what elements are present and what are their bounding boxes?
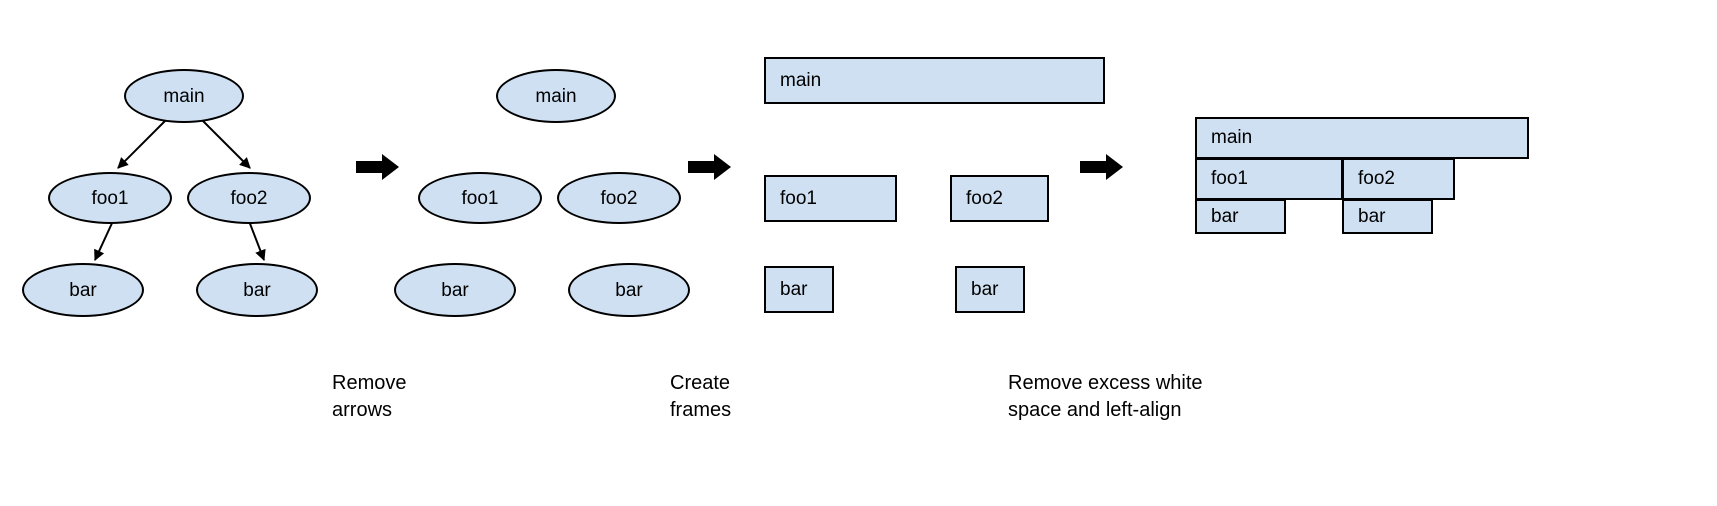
tree-node-foo1[interactable]: foo1 <box>48 172 172 224</box>
node-label: foo2 <box>230 187 268 209</box>
flame-label: bar <box>1211 205 1239 227</box>
tree-node-foo2[interactable]: foo2 <box>187 172 311 224</box>
node-label: main <box>535 85 577 107</box>
flame-cell-bar-b[interactable]: bar <box>1342 199 1433 234</box>
flame-cell-foo1[interactable]: foo1 <box>1195 158 1343 200</box>
frame-label: main <box>780 69 822 91</box>
frame-label: foo1 <box>780 187 817 209</box>
node-bar-b[interactable]: bar <box>568 263 690 317</box>
frame-main[interactable]: main <box>764 57 1105 104</box>
node-label: bar <box>441 279 469 301</box>
node-label: bar <box>243 279 271 301</box>
tree-edges-panel1 <box>94 117 266 262</box>
tree-node-bar-b[interactable]: bar <box>196 263 318 317</box>
flame-label: bar <box>1358 205 1386 227</box>
node-foo1[interactable]: foo1 <box>418 172 542 224</box>
flame-cell-bar-a[interactable]: bar <box>1195 199 1286 234</box>
flame-label: main <box>1211 127 1253 148</box>
frame-label: foo2 <box>966 187 1003 209</box>
node-foo2[interactable]: foo2 <box>557 172 681 224</box>
node-main[interactable]: main <box>496 69 616 123</box>
node-label: bar <box>615 279 643 301</box>
flame-label: foo2 <box>1358 168 1395 189</box>
caption-remove-arrows: Remove arrows <box>332 372 407 421</box>
frame-label: bar <box>780 278 808 300</box>
tree-node-main[interactable]: main <box>124 69 244 123</box>
caption-remove-whitespace: Remove excess white space and left-align <box>1008 372 1203 421</box>
step-arrow-1-icon <box>356 154 399 180</box>
node-label: bar <box>69 279 97 301</box>
flame-cell-main[interactable]: main <box>1195 117 1529 159</box>
frame-bar-a[interactable]: bar <box>764 266 834 313</box>
flame-cell-foo2[interactable]: foo2 <box>1342 158 1455 200</box>
step-arrow-2-icon <box>688 154 731 180</box>
tree-node-bar-a[interactable]: bar <box>22 263 144 317</box>
step-arrow-3-icon <box>1080 154 1123 180</box>
node-label: foo1 <box>461 187 499 209</box>
frame-foo2[interactable]: foo2 <box>950 175 1049 222</box>
node-bar-a[interactable]: bar <box>394 263 516 317</box>
frame-foo1[interactable]: foo1 <box>764 175 897 222</box>
frame-bar-b[interactable]: bar <box>955 266 1025 313</box>
node-label: main <box>163 85 205 107</box>
node-label: foo2 <box>600 187 638 209</box>
caption-create-frames: Create frames <box>670 372 732 421</box>
frame-label: bar <box>971 278 999 300</box>
node-label: foo1 <box>91 187 129 209</box>
flame-label: foo1 <box>1211 168 1248 189</box>
